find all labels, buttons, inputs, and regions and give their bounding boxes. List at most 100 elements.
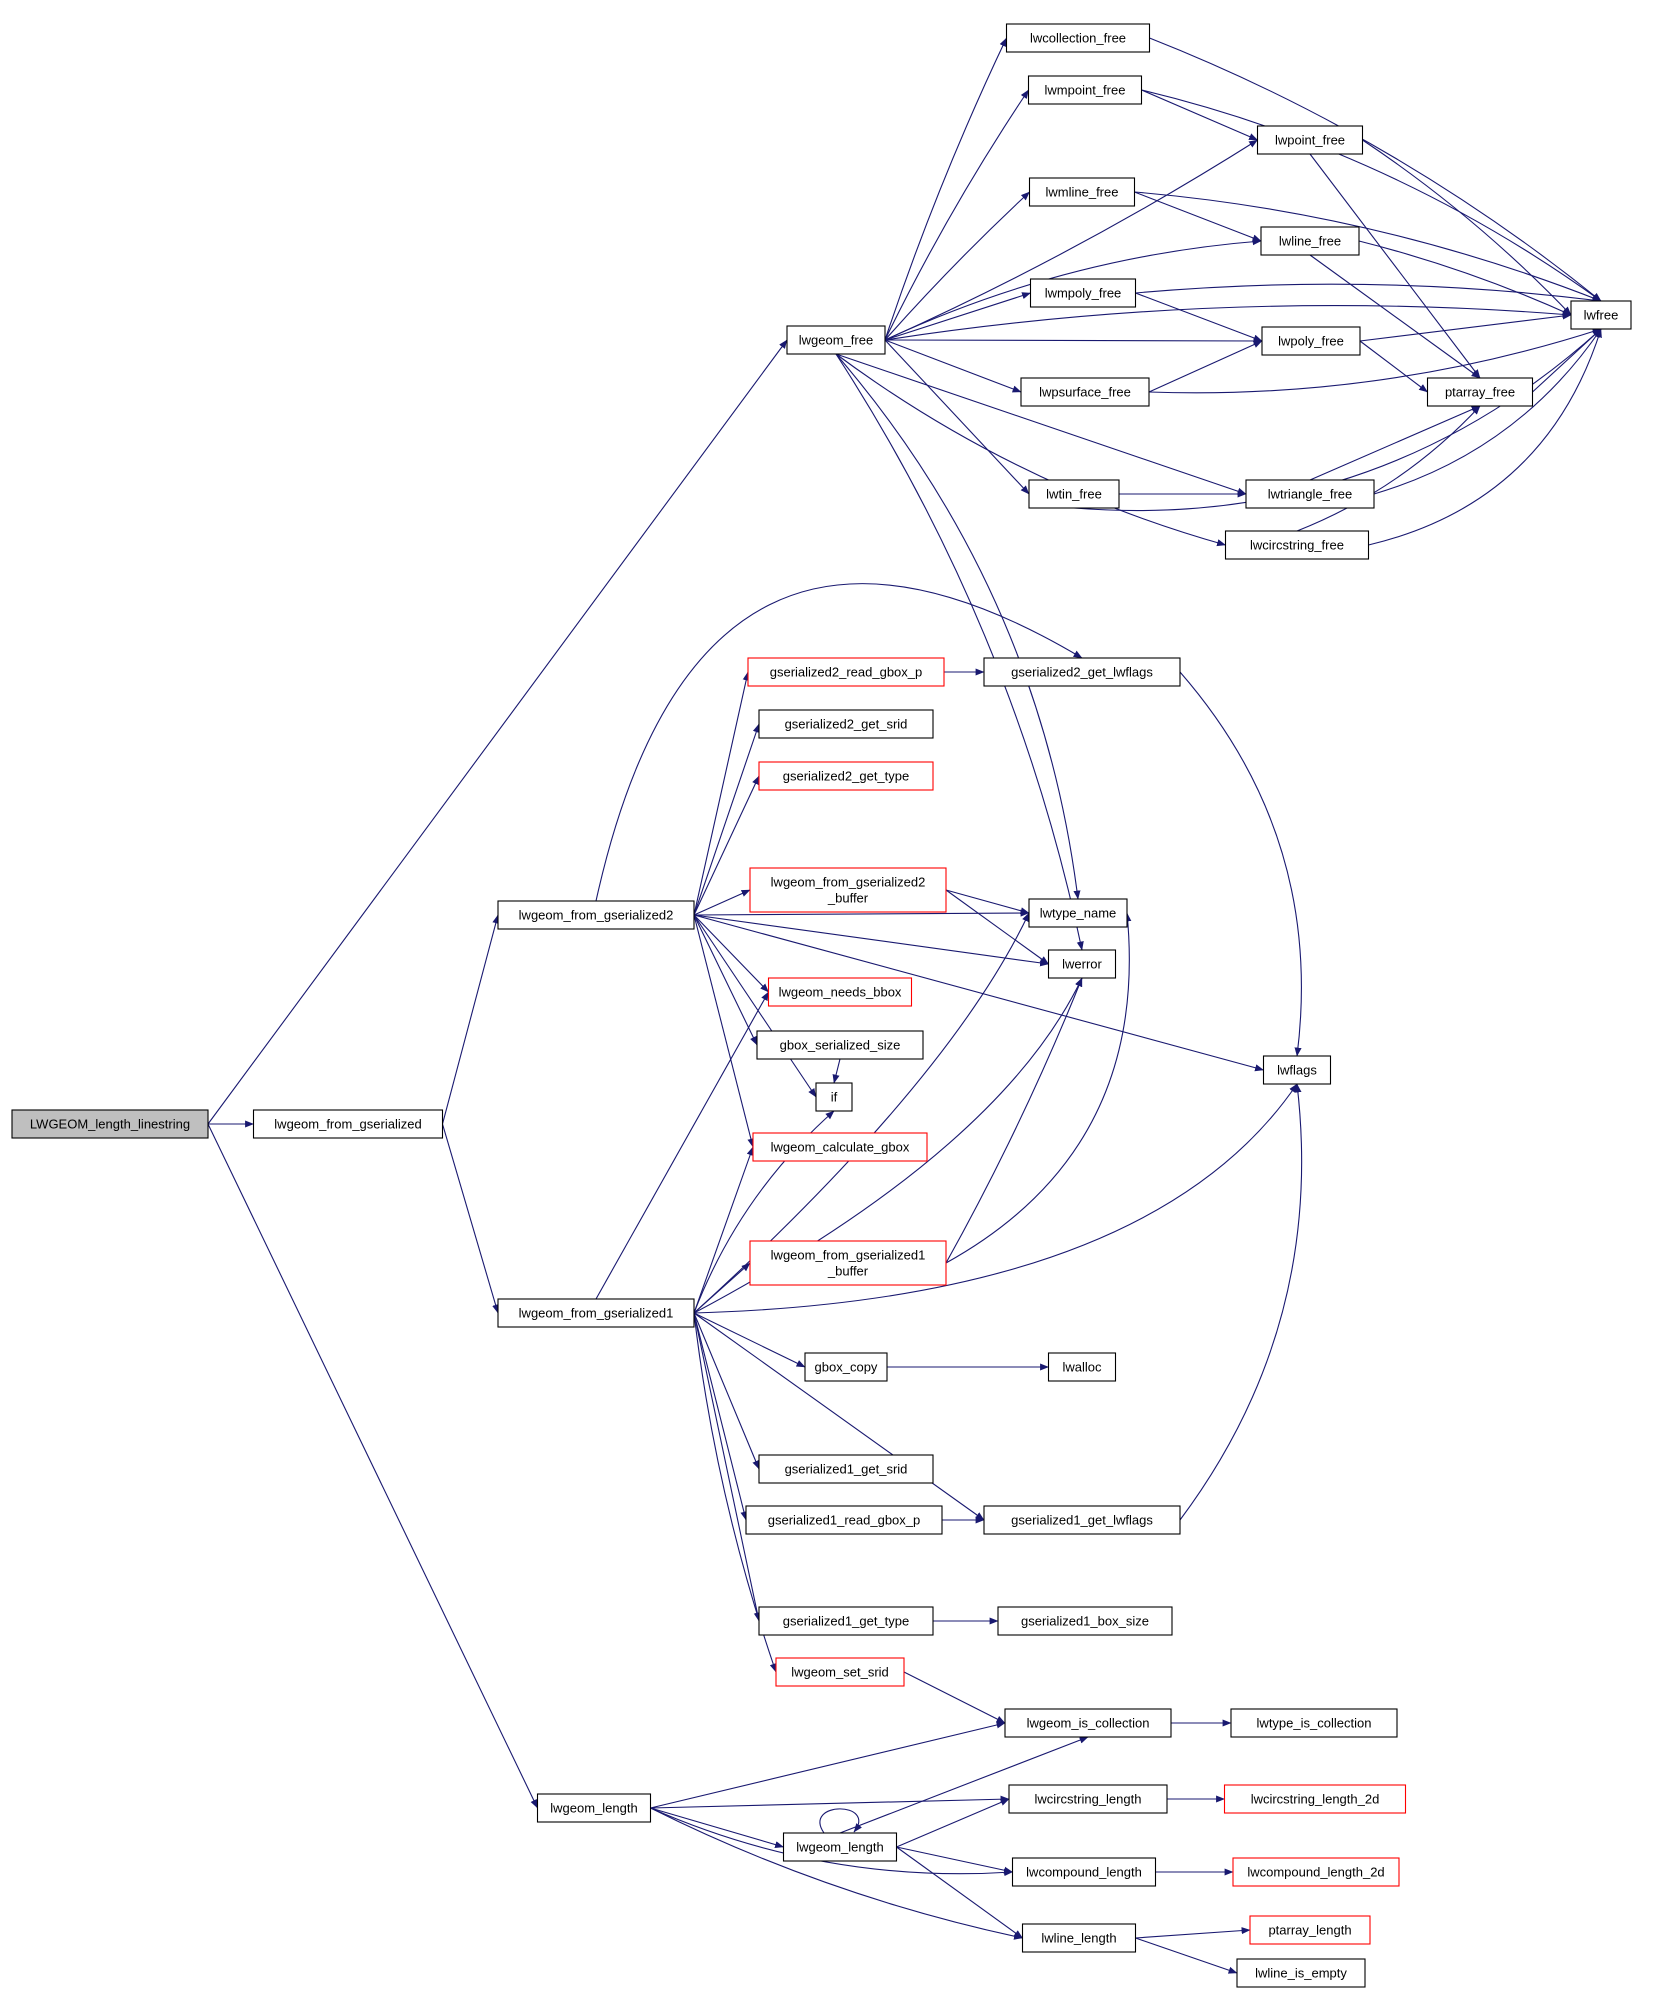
node-label-lwgeom_from_gserialized1_buffer: _buffer [827,1264,869,1279]
node-lwgeom_from_gserialized2[interactable]: lwgeom_from_gserialized2 [497,900,695,930]
call-edge-lwpsurface_free-to-lwpoly_free [1148,340,1263,393]
call-edge-lwtriangle_free-to-lwfree [1373,328,1602,495]
node-lwpoint_free[interactable]: lwpoint_free [1256,125,1364,155]
node-lwcollection_free[interactable]: lwcollection_free [1005,23,1151,53]
node-lwgeom_from_gserialized[interactable]: lwgeom_from_gserialized [252,1109,444,1139]
call-edge-lwgeom_free-to-lwmpoint_free [884,89,1029,341]
node-label-ptarray_length: ptarray_length [1268,1923,1351,1938]
node-gbox_serialized_size[interactable]: gbox_serialized_size [756,1030,924,1060]
call-edge-lwline_free-to-lwfree [1358,240,1572,316]
call-edge-lwpsurface_free-to-lwfree [1148,328,1602,394]
node-label-gserialized2_get_type: gserialized2_get_type [783,769,909,784]
call-edge-lwgeom_length_b-self-loop [819,1808,862,1834]
node-lwline_length[interactable]: lwline_length [1021,1923,1137,1953]
node-lwtriangle_free[interactable]: lwtriangle_free [1245,479,1375,509]
call-edge-lwgeom_from_gserialized1_buffer-to-lwerror [945,977,1083,1264]
node-label-gserialized2_get_srid: gserialized2_get_srid [785,717,908,732]
node-label-lwtin_free: lwtin_free [1046,487,1102,502]
node-label-root: LWGEOM_length_linestring [30,1117,190,1132]
call-edge-lwgeom_from_gserialized2-to-gserialized2_read_gbox_p [693,671,750,916]
node-lwerror[interactable]: lwerror [1047,949,1117,979]
node-gserialized2_get_lwflags[interactable]: gserialized2_get_lwflags [983,657,1181,687]
node-label-if: if [831,1090,838,1105]
node-lwgeom_free[interactable]: lwgeom_free [786,325,886,355]
node-gserialized1_get_lwflags[interactable]: gserialized1_get_lwflags [983,1505,1181,1535]
node-label-lwline_length: lwline_length [1041,1931,1116,1946]
call-edge-lwgeom_from_gserialized1_buffer-to-lwtype_name [945,912,1132,1264]
call-edge-lwcircstring_free-to-ptarray_free [1296,405,1481,532]
node-lwgeom_calculate_gbox[interactable]: lwgeom_calculate_gbox [752,1132,928,1162]
node-lwalloc[interactable]: lwalloc [1047,1352,1117,1382]
node-lwmline_free[interactable]: lwmline_free [1028,177,1136,207]
call-edge-lwmline_free-to-lwline_free [1134,191,1262,242]
call-edge-lwgeom_free-to-lwcollection_free [884,37,1007,341]
node-ptarray_length[interactable]: ptarray_length [1249,1915,1371,1945]
node-lwmpoly_free[interactable]: lwmpoly_free [1029,278,1137,308]
call-edge-lwgeom_length_a-to-lwgeom_length_b [650,1807,784,1849]
node-root[interactable]: LWGEOM_length_linestring [11,1109,209,1139]
node-if[interactable]: if [815,1082,853,1112]
node-lwcircstring_length[interactable]: lwcircstring_length [1008,1784,1168,1814]
node-lwgeom_length_a[interactable]: lwgeom_length [536,1793,652,1823]
node-gserialized2_get_type[interactable]: gserialized2_get_type [758,761,934,791]
call-edge-lwgeom_from_gserialized1-to-gserialized1_get_type [693,1312,761,1622]
node-lwmpoint_free[interactable]: lwmpoint_free [1027,75,1143,105]
node-label-lwalloc: lwalloc [1062,1360,1102,1375]
node-lwtype_is_collection[interactable]: lwtype_is_collection [1230,1708,1398,1738]
call-edge-lwtin_free-to-lwfree [1073,328,1602,512]
node-label-ptarray_free: ptarray_free [1445,385,1515,400]
call-edge-lwgeom_length_b-to-lwcompound_length [896,1846,1013,1874]
call-edge-lwgeom_set_srid-to-lwgeom_is_collection [903,1671,1006,1724]
call-edge-lwmline_free-to-lwfree [1134,191,1602,302]
node-gserialized2_read_gbox_p[interactable]: gserialized2_read_gbox_p [747,657,945,687]
call-edge-lwgeom_length_a-to-lwline_length [650,1807,1023,1940]
call-edge-gserialized1_get_lwflags-to-lwflags [1179,1083,1303,1521]
call-edge-lwgeom_from_gserialized1-to-gserialized1_read_gbox_p [693,1312,748,1521]
node-lwfree[interactable]: lwfree [1570,300,1632,330]
node-label-lwcollection_free: lwcollection_free [1030,31,1126,46]
node-gserialized1_get_srid[interactable]: gserialized1_get_srid [758,1454,934,1484]
node-lwgeom_set_srid[interactable]: lwgeom_set_srid [775,1657,905,1687]
node-gserialized1_read_gbox_p[interactable]: gserialized1_read_gbox_p [745,1505,943,1535]
node-lwgeom_length_b[interactable]: lwgeom_length [782,1832,898,1862]
node-lwcompound_length[interactable]: lwcompound_length [1011,1857,1157,1887]
node-lwcompound_length_2d[interactable]: lwcompound_length_2d [1232,1857,1400,1887]
call-edge-lwgeom_from_gserialized2-to-lwtype_name [693,909,1030,917]
node-lwgeom_is_collection[interactable]: lwgeom_is_collection [1004,1708,1172,1738]
node-lwcircstring_length_2d[interactable]: lwcircstring_length_2d [1223,1784,1407,1814]
node-label-lwcircstring_length_2d: lwcircstring_length_2d [1251,1792,1380,1807]
node-gserialized1_box_size[interactable]: gserialized1_box_size [997,1606,1173,1636]
node-lwtype_name[interactable]: lwtype_name [1028,898,1128,928]
call-edge-lwgeom_from_gserialized2-to-lwgeom_from_gserialized2_buffer [693,889,751,916]
node-lwline_free[interactable]: lwline_free [1260,226,1360,256]
node-ptarray_free[interactable]: ptarray_free [1426,377,1534,407]
call-edge-lwgeom_free-to-lwpoint_free [884,139,1258,341]
node-label-lwtype_is_collection: lwtype_is_collection [1257,1716,1372,1731]
node-lwtin_free[interactable]: lwtin_free [1028,479,1120,509]
call-edge-lwgeom_from_gserialized1-to-gserialized1_get_srid [693,1312,760,1470]
node-gserialized1_get_type[interactable]: gserialized1_get_type [758,1606,934,1636]
node-lwgeom_from_gserialized1_buffer[interactable]: lwgeom_from_gserialized1_buffer [749,1240,947,1286]
node-lwcircstring_free[interactable]: lwcircstring_free [1224,530,1370,560]
node-lwline_is_empty[interactable]: lwline_is_empty [1236,1958,1366,1988]
call-edge-lwgeom_from_gserialized1-to-gserialized1_get_lwflags [693,1312,985,1521]
node-lwgeom_from_gserialized1[interactable]: lwgeom_from_gserialized1 [497,1298,695,1328]
node-lwpoly_free[interactable]: lwpoly_free [1261,326,1361,356]
call-edge-lwgeom_free-to-lwpoly_free [884,337,1263,345]
node-gbox_copy[interactable]: gbox_copy [804,1352,888,1382]
node-label-gserialized1_box_size: gserialized1_box_size [1021,1614,1149,1629]
call-edge-lwgeom_from_gserialized2-to-if [693,914,817,1098]
node-label-lwerror: lwerror [1062,957,1102,972]
call-edge-lwgeom_free-to-lwmpoly_free [884,292,1031,341]
call-edge-lwcollection_free-to-lwfree [1149,37,1602,302]
node-lwgeom_from_gserialized2_buffer[interactable]: lwgeom_from_gserialized2_buffer [749,867,947,913]
node-label-lwgeom_from_gserialized: lwgeom_from_gserialized [274,1117,421,1132]
node-lwgeom_needs_bbox[interactable]: lwgeom_needs_bbox [767,977,913,1007]
call-edge-lwgeom_from_gserialized-to-lwgeom_from_gserialized2 [441,914,500,1125]
node-lwflags[interactable]: lwflags [1262,1055,1332,1085]
node-lwpsurface_free[interactable]: lwpsurface_free [1020,377,1150,407]
node-label-gserialized1_read_gbox_p: gserialized1_read_gbox_p [768,1513,921,1528]
node-gserialized2_get_srid[interactable]: gserialized2_get_srid [758,709,934,739]
